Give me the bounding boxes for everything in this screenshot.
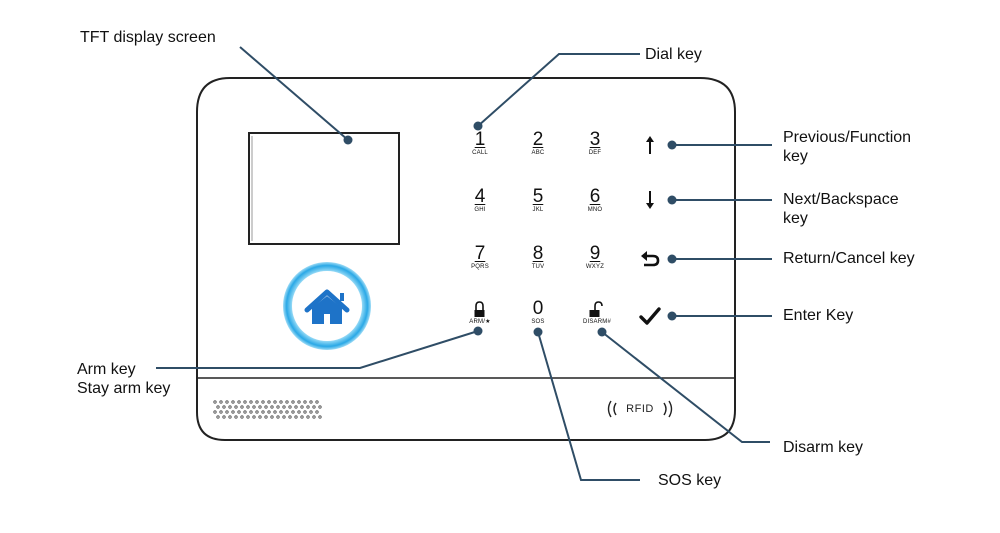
padlock-closed-icon — [474, 301, 485, 317]
home-button[interactable] — [283, 262, 371, 350]
callout-dial-key: Dial key — [645, 46, 702, 63]
arrow-up-icon[interactable] — [638, 133, 662, 157]
key-disarm[interactable]: DISARM# — [582, 319, 612, 325]
callout-return-cancel-key: Return/Cancel key — [783, 250, 915, 267]
padlock-open-icon — [589, 301, 603, 317]
leader-sos — [537, 331, 640, 481]
key-arm[interactable]: ARM/★ — [469, 319, 491, 325]
leader-dial — [477, 53, 640, 127]
arrow-down-icon[interactable] — [638, 188, 662, 212]
leader-lines — [156, 46, 772, 481]
leader-dots — [343, 121, 677, 337]
return-arrow-icon[interactable] — [638, 247, 662, 271]
speaker-grille-icon — [213, 400, 322, 419]
checkmark-icon[interactable] — [638, 304, 662, 328]
leader-arm — [156, 330, 479, 369]
callout-sos-key: SOS key — [658, 472, 722, 489]
rfid-label: RFID — [626, 403, 654, 415]
callout-tft-display: TFT display screen — [80, 29, 216, 46]
leader-disarm — [601, 331, 770, 443]
leader-tft — [239, 46, 349, 141]
callout-disarm-key: Disarm key — [783, 439, 864, 456]
tft-display-screen — [248, 132, 400, 245]
callout-enter-key: Enter Key — [783, 307, 854, 324]
rfid-waves-icon — [607, 400, 673, 418]
house-icon — [304, 289, 350, 324]
